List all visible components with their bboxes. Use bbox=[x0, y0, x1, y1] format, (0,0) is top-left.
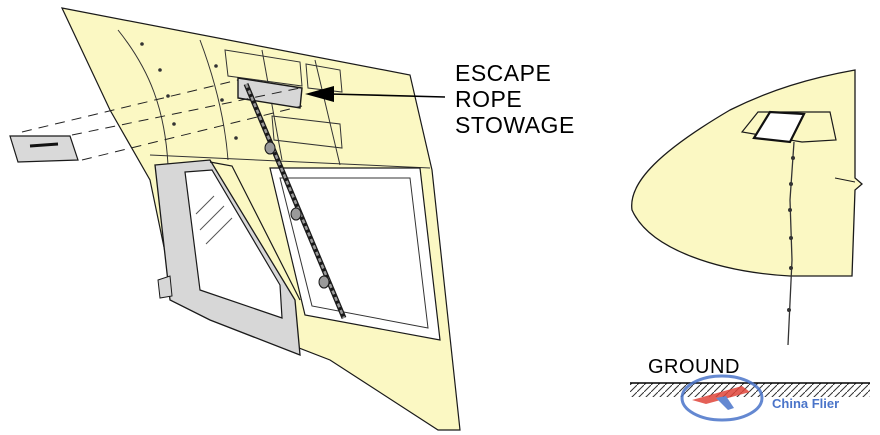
ceiling-panels bbox=[224, 49, 343, 149]
escape-rope-stowage-label: ESCAPE ROPE STOWAGE bbox=[455, 60, 575, 138]
deployed-escape-rope bbox=[787, 141, 795, 346]
callout-line-1: ESCAPE bbox=[455, 60, 552, 86]
escape-rope bbox=[243, 83, 347, 319]
callout-line-2: ROPE bbox=[455, 86, 523, 112]
plane-logo-icon bbox=[680, 374, 764, 422]
sliding-window bbox=[154, 159, 301, 356]
callout-arrow bbox=[305, 86, 446, 102]
watermark-text: China Flier bbox=[772, 396, 840, 411]
ground-surface bbox=[630, 382, 870, 397]
fixed-side-window bbox=[269, 167, 441, 341]
callout-line-3: STOWAGE bbox=[455, 112, 575, 138]
stowage-cover-exploded bbox=[9, 79, 303, 163]
aircraft-nose-side-view bbox=[631, 69, 863, 277]
ground-label: GROUND bbox=[648, 356, 740, 378]
